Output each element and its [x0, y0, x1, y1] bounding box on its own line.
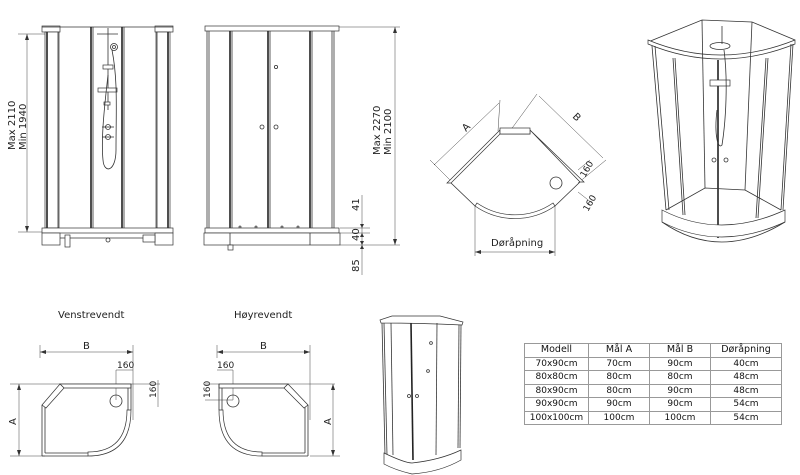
right-variant-label-a: A	[323, 418, 334, 425]
table-row: 100x100cm 100cm 100cm 54cm	[524, 410, 782, 425]
right-variant-dim-160-v: 160	[203, 381, 213, 398]
quarter-dim-160-b: 160	[582, 193, 599, 213]
quarter-dim-160-a: 160	[579, 159, 596, 179]
cell-dim-b: 90cm	[649, 397, 711, 412]
dim-85-label: 85	[351, 259, 362, 272]
right-variant-label-b: B	[260, 341, 267, 352]
right-variant-dim-160-h: 160	[217, 361, 234, 371]
front-height-min-label: Min 1940	[18, 104, 29, 150]
cell-model: 80x90cm	[524, 383, 589, 398]
spec-table: Modell Mål A Mål B Døråpning 70x90cm 70c…	[524, 343, 782, 425]
side-elevation-drawing: Max 2270 Min 2100 41 40 85	[203, 25, 400, 275]
right-variant-drawing: Høyrevendt B A 160 160	[203, 310, 340, 457]
quarter-label-b: B	[570, 111, 583, 124]
left-variant-dim-160-h: 160	[117, 361, 134, 371]
left-variant-label-a: A	[8, 418, 19, 425]
side-height-max-label: Max 2270	[372, 106, 383, 155]
cell-door-opening: 40cm	[710, 356, 782, 371]
perspective-view-drawing	[647, 19, 796, 243]
table-row: 80x80cm 80cm 80cm 48cm	[524, 370, 782, 385]
spec-header-dim-a: Mål A	[588, 343, 650, 358]
spec-header-model: Modell	[524, 343, 589, 358]
quarter-label-a: A	[460, 121, 473, 134]
cell-model: 70x90cm	[524, 356, 589, 371]
cell-dim-a: 90cm	[588, 397, 650, 412]
table-row: 90x90cm 90cm 90cm 54cm	[524, 397, 782, 412]
left-variant-label-b: B	[83, 341, 90, 352]
cell-dim-b: 100cm	[649, 410, 711, 425]
cell-dim-b: 90cm	[649, 356, 711, 371]
table-row: 80x90cm 80cm 90cm 48cm	[524, 383, 782, 398]
table-row: 70x90cm 70cm 90cm 40cm	[524, 356, 782, 371]
door-opening-label: Døråpning	[491, 236, 543, 249]
dim-41-label: 41	[351, 198, 362, 211]
small-perspective-drawing	[379, 315, 464, 475]
side-height-min-label: Min 2100	[383, 109, 394, 155]
front-height-max-label: Max 2110	[7, 101, 18, 150]
cell-dim-a: 70cm	[588, 356, 650, 371]
dim-40-label: 40	[351, 228, 362, 241]
front-elevation-drawing: Max 2110 Min 1940	[7, 25, 174, 248]
cell-door-opening: 54cm	[710, 410, 782, 425]
cell-dim-b: 80cm	[649, 370, 711, 385]
cell-dim-b: 90cm	[649, 383, 711, 398]
cell-model: 90x90cm	[524, 397, 589, 412]
spec-header-door-opening: Døråpning	[710, 343, 782, 358]
left-variant-drawing: Venstrevendt B A 160 160	[8, 310, 160, 457]
left-variant-title: Venstrevendt	[58, 310, 124, 321]
cell-door-opening: 54cm	[710, 397, 782, 412]
cell-door-opening: 48cm	[710, 370, 782, 385]
spec-table-header-row: Modell Mål A Mål B Døråpning	[524, 343, 782, 358]
right-variant-title: Høyrevendt	[234, 310, 292, 321]
cell-door-opening: 48cm	[710, 383, 782, 398]
spec-header-dim-b: Mål B	[649, 343, 711, 358]
left-variant-dim-160-v: 160	[149, 381, 159, 398]
cell-model: 100x100cm	[524, 410, 589, 425]
cell-model: 80x80cm	[524, 370, 589, 385]
cell-dim-a: 80cm	[588, 383, 650, 398]
quarter-top-view-drawing: A B 160 160 Døråpning	[429, 93, 607, 256]
cell-dim-a: 80cm	[588, 370, 650, 385]
cell-dim-a: 100cm	[588, 410, 650, 425]
